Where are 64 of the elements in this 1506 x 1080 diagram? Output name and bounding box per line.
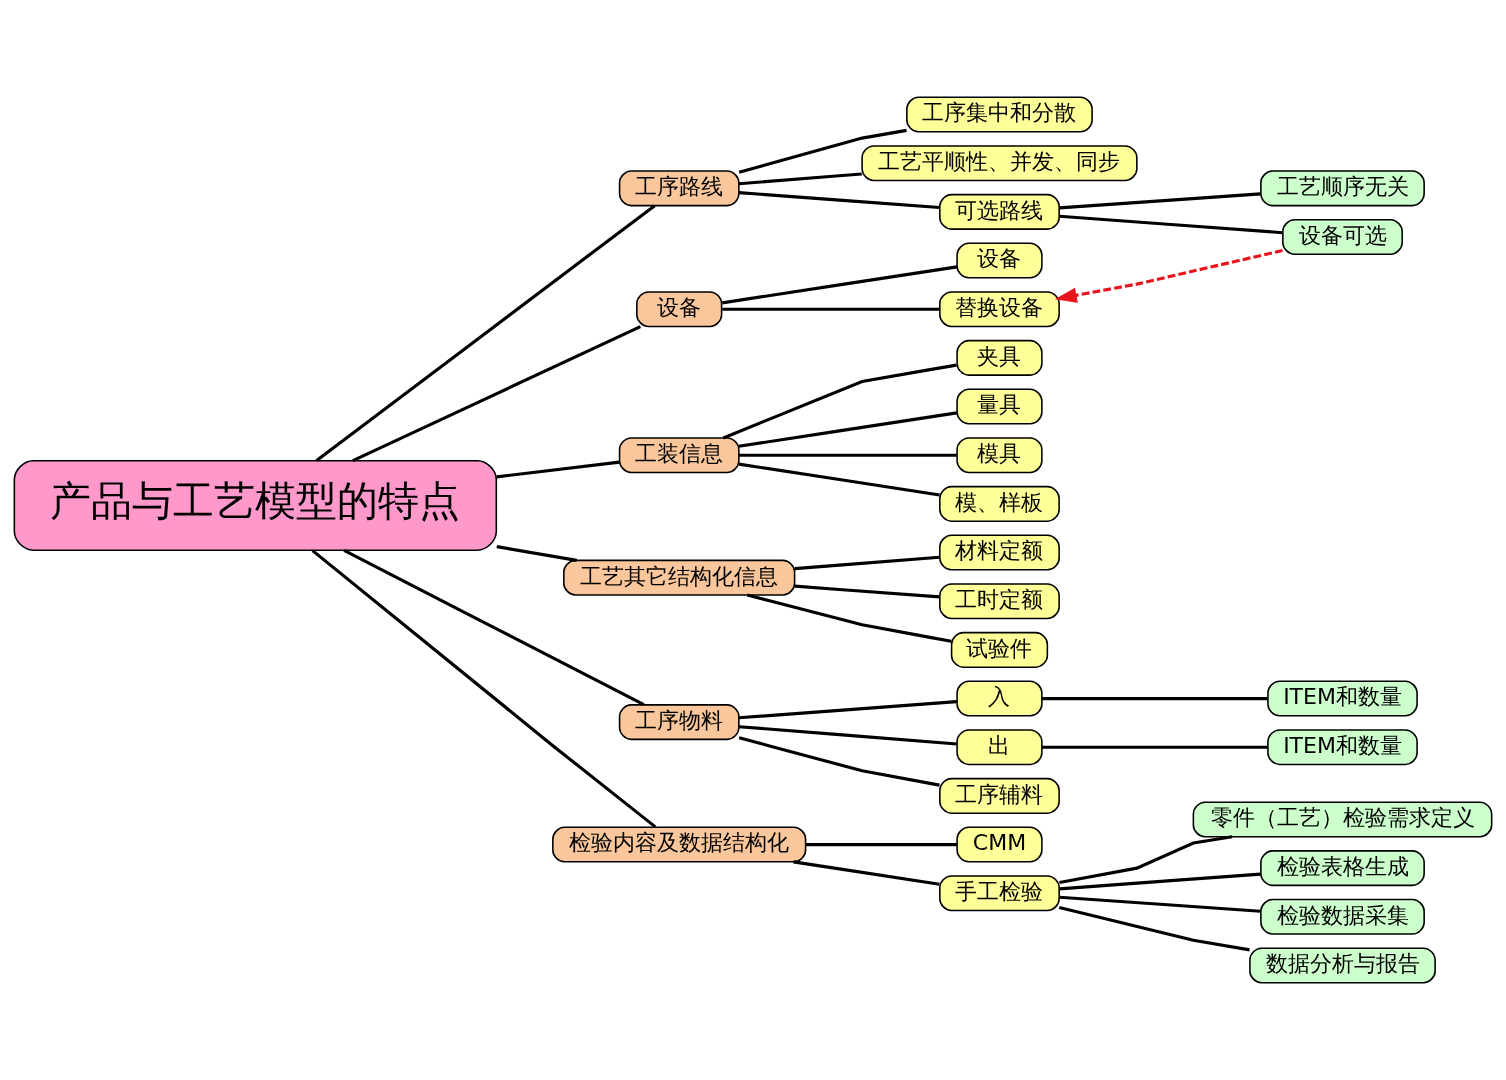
node-box: 量具: [956, 388, 1043, 425]
node-box: 检验数据采集: [1260, 898, 1425, 935]
connector: [1042, 745, 1268, 749]
connector: [1059, 192, 1261, 210]
connector: [805, 843, 957, 847]
node-box: 设备: [956, 242, 1043, 279]
node-box: 工艺其它结构化信息: [563, 559, 796, 596]
node-box: 手工检验: [939, 875, 1060, 912]
node-box: 工序路线: [618, 170, 740, 207]
connector: [343, 548, 645, 707]
connector: [738, 411, 957, 448]
connector: [793, 860, 940, 886]
node-box: 检验内容及数据结构化: [552, 826, 807, 863]
connector: [738, 725, 957, 746]
connector: [496, 460, 620, 479]
node-box: 模、样板: [939, 485, 1060, 522]
connector: [738, 736, 940, 787]
connector: [311, 549, 657, 829]
node-box: 零件（工艺）检验需求定义: [1192, 801, 1493, 838]
node-box: 模具: [956, 437, 1043, 474]
connector: [1059, 895, 1261, 913]
node-box: 材料定额: [939, 534, 1060, 571]
node-box: 出: [956, 729, 1043, 766]
connector: [1058, 905, 1250, 952]
node-box: 工艺顺序无关: [1260, 170, 1425, 207]
connector: [496, 545, 577, 562]
connector: [315, 204, 656, 462]
node-box: 工序集中和分散: [906, 96, 1093, 133]
connector: [722, 307, 940, 311]
node-box: 产品与工艺模型的特点: [13, 459, 498, 551]
connector: [794, 555, 940, 571]
node-box: 数据分析与报告: [1249, 947, 1436, 984]
connector: [1059, 872, 1261, 891]
node-box: 可选路线: [939, 193, 1060, 230]
node-box: 工装信息: [618, 437, 740, 474]
arrow: [1054, 248, 1283, 303]
connector: [1059, 835, 1233, 884]
node-box: 试验件: [950, 631, 1049, 668]
connector: [352, 325, 642, 463]
node-box: ITEM和数量: [1267, 680, 1418, 717]
node-box: 工序辅料: [939, 777, 1060, 814]
connector: [738, 128, 907, 174]
connector: [746, 593, 952, 643]
node-box: 入: [956, 680, 1043, 717]
connector: [794, 584, 940, 599]
connector: [722, 363, 957, 440]
node-box: 工序物料: [618, 704, 740, 741]
node-box: 检验表格生成: [1260, 850, 1425, 887]
connector: [738, 172, 862, 186]
connector: [1059, 214, 1283, 235]
connector: [738, 700, 957, 720]
connector: [1042, 697, 1268, 701]
node-box: 设备可选: [1282, 218, 1403, 256]
connector: [738, 191, 940, 210]
node-box: 替换设备: [939, 291, 1060, 328]
node-box: 工艺平顺性、并发、同步: [861, 145, 1138, 182]
connector: [738, 453, 957, 457]
node-box: ITEM和数量: [1267, 729, 1418, 766]
node-box: 夹具: [956, 339, 1043, 376]
node-box: 设备: [636, 291, 723, 328]
connector: [722, 265, 958, 305]
connector: [738, 462, 940, 497]
node-box: CMM: [956, 826, 1043, 863]
node-box: 工时定额: [939, 583, 1060, 620]
